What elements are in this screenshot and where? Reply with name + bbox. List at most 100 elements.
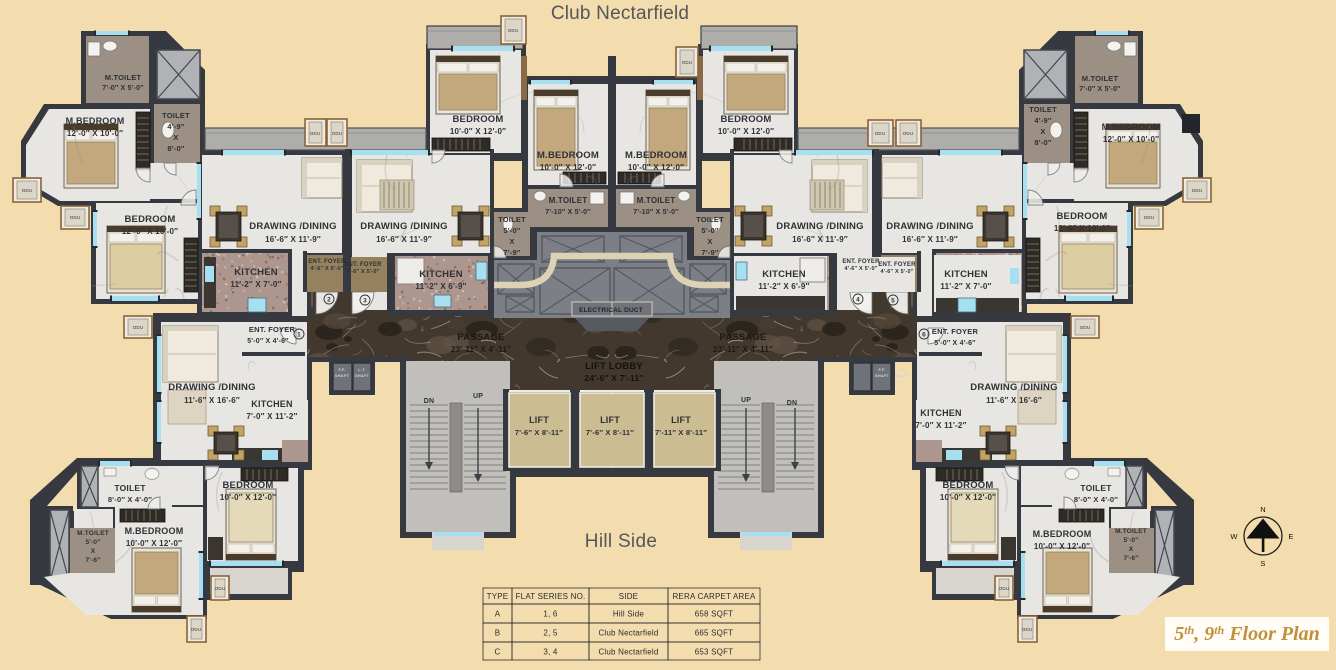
svg-text:10'-0″ X 12'-0″: 10'-0″ X 12'-0″ — [126, 539, 182, 548]
svg-text:M.TOILET: M.TOILET — [105, 73, 142, 82]
svg-text:M.TOILET: M.TOILET — [77, 530, 109, 537]
svg-text:Club Nectarfield: Club Nectarfield — [598, 629, 658, 638]
svg-text:UP: UP — [741, 397, 751, 404]
svg-text:W: W — [1230, 532, 1238, 541]
svg-text:8'-0″: 8'-0″ — [167, 144, 184, 153]
svg-text:2: 2 — [327, 297, 331, 304]
svg-text:M.BEDROOM: M.BEDROOM — [537, 150, 599, 161]
svg-text:8'-0″ X 4'-0″: 8'-0″ X 4'-0″ — [108, 495, 152, 504]
svg-text:TOILET: TOILET — [162, 111, 190, 120]
svg-text:7'-10″ X 5'-0″: 7'-10″ X 5'-0″ — [545, 209, 591, 216]
svg-text:7'-0″ X 11'-2″: 7'-0″ X 11'-2″ — [915, 421, 966, 430]
svg-text:SHAFT: SHAFT — [875, 373, 890, 378]
svg-text:DRAWING /DINING: DRAWING /DINING — [776, 221, 863, 232]
svg-text:ODU: ODU — [1080, 325, 1091, 330]
svg-text:Club Nectarfield: Club Nectarfield — [551, 3, 689, 24]
svg-text:7'-0″ X 5'-0″: 7'-0″ X 5'-0″ — [1079, 86, 1121, 93]
svg-text:ODU: ODU — [133, 325, 144, 330]
svg-text:ENT. FOYER: ENT. FOYER — [932, 327, 979, 336]
svg-text:ODU: ODU — [70, 215, 81, 220]
svg-text:PASSAGE: PASSAGE — [719, 332, 766, 343]
svg-text:DRAWING /DINING: DRAWING /DINING — [886, 221, 973, 232]
svg-text:10'-0″ X 12'-0″: 10'-0″ X 12'-0″ — [940, 493, 996, 502]
svg-text:7'-6″: 7'-6″ — [1123, 555, 1138, 562]
svg-text:BEDROOM: BEDROOM — [942, 480, 993, 491]
svg-text:X: X — [707, 237, 712, 246]
svg-text:10'-0″ X 12'-0″: 10'-0″ X 12'-0″ — [628, 163, 684, 172]
svg-text:RERA CARPET AREA: RERA CARPET AREA — [672, 592, 756, 601]
svg-text:4'-6″ X 5'-0″: 4'-6″ X 5'-0″ — [880, 269, 913, 275]
svg-text:X: X — [1040, 127, 1045, 136]
svg-text:3: 3 — [363, 298, 367, 305]
svg-text:11'-2″ X 6'-9″: 11'-2″ X 6'-9″ — [758, 282, 809, 291]
svg-text:24'-6″ X 7'-11″: 24'-6″ X 7'-11″ — [584, 373, 643, 383]
svg-text:5: 5 — [891, 298, 895, 305]
svg-text:X: X — [1129, 546, 1134, 553]
svg-text:10'-0″ X 12'-0″: 10'-0″ X 12'-0″ — [450, 127, 506, 136]
svg-text:DRAWING /DINING: DRAWING /DINING — [249, 221, 336, 232]
svg-text:ODU: ODU — [682, 60, 693, 65]
svg-text:10'-0″ X 12'-0″: 10'-0″ X 12'-0″ — [718, 127, 774, 136]
svg-text:1: 1 — [297, 332, 301, 339]
svg-text:UP: UP — [473, 393, 483, 400]
svg-text:PASSAGE: PASSAGE — [457, 332, 504, 343]
svg-text:TOILET: TOILET — [1080, 483, 1112, 493]
svg-text:SHAFT: SHAFT — [355, 373, 370, 378]
svg-text:7'-0″ X 11'-2″: 7'-0″ X 11'-2″ — [246, 412, 297, 421]
svg-text:ENT. FOYER: ENT. FOYER — [249, 325, 296, 334]
svg-text:23'-11″ X 4'-11″: 23'-11″ X 4'-11″ — [713, 345, 773, 354]
svg-text:TOILET: TOILET — [498, 215, 526, 224]
svg-text:7'-9″: 7'-9″ — [701, 248, 718, 257]
svg-text:4'-9″: 4'-9″ — [167, 122, 184, 131]
svg-text:ELECTRICAL DUCT: ELECTRICAL DUCT — [579, 307, 643, 314]
svg-text:M.TOILET: M.TOILET — [637, 196, 676, 205]
svg-text:12'-0″ X 10'-0″: 12'-0″ X 10'-0″ — [67, 129, 123, 138]
svg-text:TOILET: TOILET — [114, 483, 146, 493]
svg-text:10'-0″ X 12'-0″: 10'-0″ X 12'-0″ — [1034, 542, 1090, 551]
svg-text:23'-11″ X 4'-11″: 23'-11″ X 4'-11″ — [451, 345, 511, 354]
svg-text:KITCHEN: KITCHEN — [234, 267, 278, 278]
svg-text:SIDE: SIDE — [619, 592, 638, 601]
svg-text:ODU: ODU — [903, 131, 914, 136]
svg-text:4'-6″ X 5'-0″: 4'-6″ X 5'-0″ — [346, 269, 379, 275]
svg-text:16'-6″ X 11'-9″: 16'-6″ X 11'-9″ — [902, 235, 958, 244]
svg-text:2, 5: 2, 5 — [543, 629, 557, 638]
svg-text:M.BEDROOM: M.BEDROOM — [1033, 529, 1092, 539]
svg-text:SHAFT: SHAFT — [895, 373, 910, 378]
svg-text:ENT. FOYER: ENT. FOYER — [344, 262, 382, 268]
svg-text:LIFT: LIFT — [671, 415, 691, 425]
svg-text:ODU: ODU — [332, 131, 343, 136]
svg-text:5'-0″: 5'-0″ — [503, 226, 520, 235]
svg-text:7'-6″ X 8'-11″: 7'-6″ X 8'-11″ — [515, 428, 563, 437]
svg-text:11'-6″ X 16'-6″: 11'-6″ X 16'-6″ — [184, 396, 240, 405]
svg-text:ODU: ODU — [310, 131, 321, 136]
svg-text:7'-6″ X 8'-11″: 7'-6″ X 8'-11″ — [586, 428, 634, 437]
svg-text:Club Nectarfield: Club Nectarfield — [598, 648, 658, 657]
svg-text:ODU: ODU — [22, 188, 33, 193]
svg-text:A: A — [495, 610, 501, 619]
svg-text:Hill Side: Hill Side — [613, 610, 644, 619]
svg-text:KITCHEN: KITCHEN — [920, 408, 961, 418]
svg-text:12'-0″ X 10'-0″: 12'-0″ X 10'-0″ — [1103, 135, 1159, 144]
svg-text:LIFT: LIFT — [600, 415, 620, 425]
svg-text:BEDROOM: BEDROOM — [222, 480, 273, 491]
svg-text:10'-0″ X 12'-0″: 10'-0″ X 12'-0″ — [540, 163, 596, 172]
svg-text:L.T.: L.T. — [358, 367, 365, 372]
svg-text:5'-0″: 5'-0″ — [85, 539, 100, 546]
svg-text:TOILET: TOILET — [1029, 105, 1057, 114]
svg-text:ENT. FOYER: ENT. FOYER — [842, 259, 880, 265]
svg-text:DRAWING /DINING: DRAWING /DINING — [168, 382, 255, 393]
svg-text:N: N — [1260, 505, 1266, 514]
svg-text:3, 4: 3, 4 — [543, 648, 557, 657]
svg-text:TOILET: TOILET — [696, 215, 724, 224]
svg-text:LIFT: LIFT — [529, 415, 549, 425]
svg-text:6: 6 — [922, 332, 926, 339]
svg-text:5'-0″ X 4'-6″: 5'-0″ X 4'-6″ — [934, 340, 976, 347]
svg-text:X: X — [509, 237, 514, 246]
svg-text:BEDROOM: BEDROOM — [124, 214, 175, 225]
svg-text:M.BEDROOM: M.BEDROOM — [625, 150, 687, 161]
svg-text:7'-6″: 7'-6″ — [85, 557, 100, 564]
svg-text:12'-0″ X 10'-0″: 12'-0″ X 10'-0″ — [1054, 224, 1110, 233]
svg-text:11'-2″ X 7'-0″: 11'-2″ X 7'-0″ — [940, 282, 991, 291]
svg-text:KITCHEN: KITCHEN — [251, 399, 292, 409]
